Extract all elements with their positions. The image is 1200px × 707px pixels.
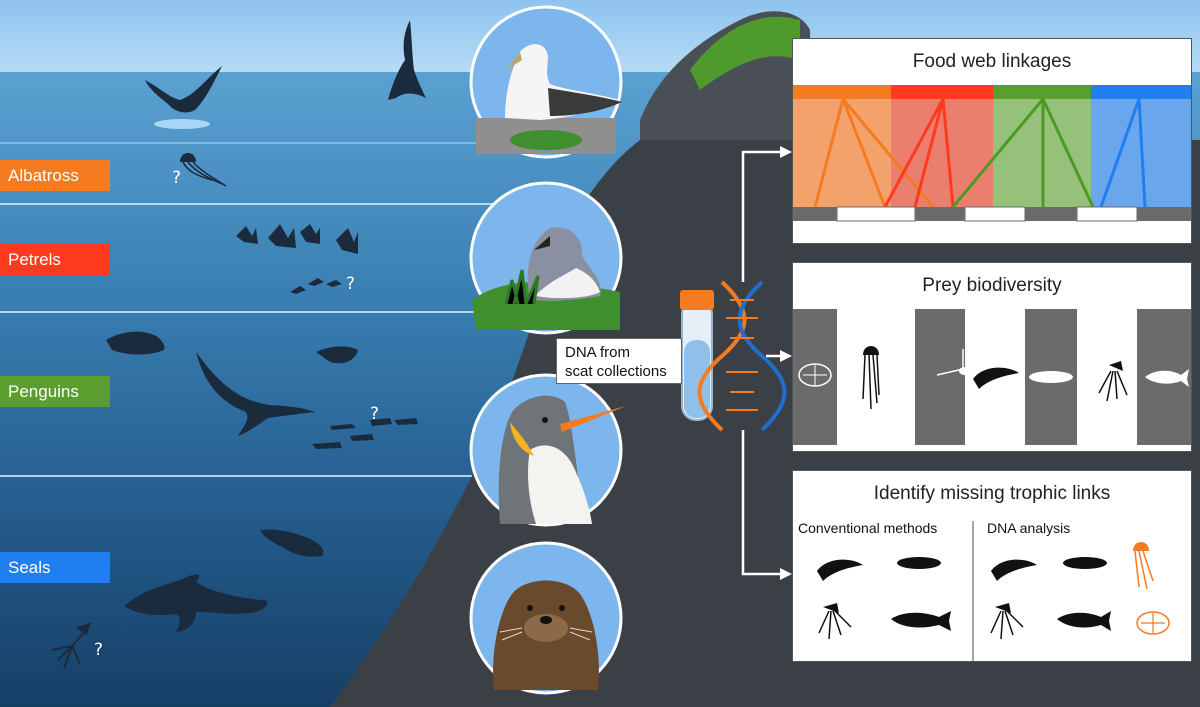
zone-label-penguins: Penguins xyxy=(0,376,110,407)
food-web-panel: Food web linkages xyxy=(792,38,1192,244)
fish-larva-icon xyxy=(1063,557,1107,569)
unknown-prey-mark: ? xyxy=(172,168,182,188)
dna-source-line2: scat collections xyxy=(565,363,667,380)
unknown-prey-mark: ? xyxy=(346,274,356,294)
fish-larva-icon xyxy=(897,557,941,569)
krill-icon xyxy=(991,559,1037,581)
dna-helix-icon xyxy=(697,280,787,432)
missing-links-title: Identify missing trophic links xyxy=(873,483,1111,504)
dna-source-box: DNA from scat collections xyxy=(556,338,682,384)
jellyfish-icon xyxy=(862,346,880,410)
amphipod-icon xyxy=(936,349,990,394)
albatross-flight-icon xyxy=(388,20,426,100)
albatross-portrait-icon xyxy=(469,5,623,159)
squid-icon xyxy=(1098,361,1128,402)
squid-prey-icon xyxy=(51,622,92,669)
fish-icon xyxy=(891,611,951,631)
conventional-methods-heading: Conventional methods xyxy=(798,520,938,536)
arrow-heads xyxy=(780,146,792,580)
fish-icon xyxy=(1145,369,1189,387)
fish-larva-icon xyxy=(1029,371,1073,383)
missing-links-icons xyxy=(817,521,1170,661)
food-web-title: Food web linkages xyxy=(912,51,1072,72)
ctenophore-icon xyxy=(798,363,832,387)
sample-tube-icon xyxy=(680,290,714,421)
prey-biodiversity-title: Prey biodiversity xyxy=(922,275,1062,296)
headland-grass xyxy=(690,16,800,91)
prey-strip xyxy=(793,309,1191,445)
petrel-flock-icon xyxy=(236,224,358,294)
krill-icon xyxy=(973,367,1019,389)
prey-biodiversity-panel: Prey biodiversity xyxy=(792,262,1192,452)
zone-label-seals: Seals xyxy=(0,552,110,583)
zone-label-albatross: Albatross xyxy=(0,160,110,191)
jellyfish-orange-icon xyxy=(1133,542,1154,590)
zone-label-petrels: Petrels xyxy=(0,244,110,275)
unknown-prey-mark: ? xyxy=(370,404,380,424)
squid-icon xyxy=(823,603,839,613)
flying-bird-icon xyxy=(145,66,222,113)
ctenophore-orange-icon xyxy=(1136,611,1170,635)
dna-analysis-heading: DNA analysis xyxy=(987,520,1071,536)
missing-links-panel: Identify missing trophic links Conventio… xyxy=(792,470,1192,662)
krill-icon xyxy=(817,559,863,581)
fish-icon xyxy=(1057,611,1111,631)
splash-icon xyxy=(154,119,210,129)
seal-swimmers-icon xyxy=(124,529,324,632)
connector-arrows xyxy=(741,150,782,576)
petrel-portrait-icon xyxy=(469,181,623,335)
dna-source-line1: DNA from xyxy=(565,344,631,361)
squid-icon xyxy=(995,603,1011,613)
penguin-swimmers-icon xyxy=(106,331,418,449)
food-web-chart xyxy=(793,85,1191,222)
unknown-prey-mark: ? xyxy=(94,640,104,660)
fur-seal-portrait-icon xyxy=(469,541,623,695)
king-penguin-portrait-icon xyxy=(469,373,626,527)
jellyfish-prey-icon xyxy=(180,153,227,187)
